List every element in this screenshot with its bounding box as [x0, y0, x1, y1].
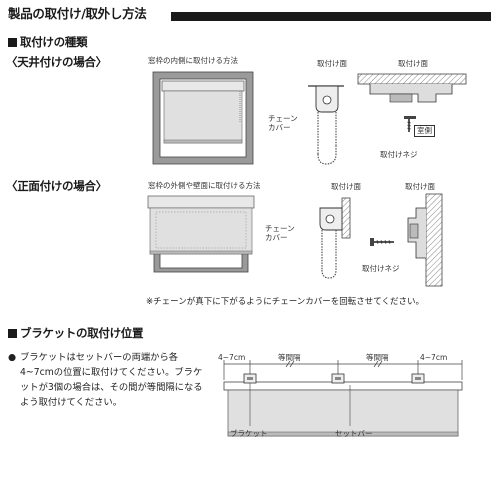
dim-equal-label-1: 等間隔	[278, 353, 301, 362]
dim-right-label: 4~7cm	[420, 353, 448, 362]
bracket-position-description: ● ブラケットはセットバーの両端から各4~7cmの位置に取付けてください。ブラケ…	[8, 350, 204, 410]
ceiling-cross-section-diagram	[357, 73, 467, 132]
front-bracket-chain-diagram	[319, 197, 351, 279]
chain-cover-note: ※チェーンが真下に下がるようにチェーンカバーを回転させてください。	[146, 297, 425, 307]
room-side-label: 室側	[414, 125, 435, 137]
front-screw-label: 取付けネジ	[362, 264, 400, 273]
dim-equal-label-2: 等間隔	[366, 353, 389, 362]
front-mount-caption: 窓枠の外側や壁面に取付ける方法	[148, 181, 261, 190]
front-window-diagram	[147, 195, 255, 273]
ceiling-mount-surface-label-a: 取付け面	[317, 59, 347, 68]
front-mount-surface-label-b: 取付け面	[405, 182, 435, 191]
ceiling-mount-caption: 窓枠の内側に取付ける方法	[148, 56, 238, 65]
ceiling-mount-subtitle: 〈天井付けの場合〉	[6, 55, 107, 69]
front-cross-section-diagram	[370, 193, 443, 287]
section-heading-text: 取付けの種類	[20, 35, 88, 49]
section-heading-mount-types: 取付けの種類	[8, 35, 88, 49]
square-bullet-icon	[8, 38, 17, 47]
ceiling-chain-cover-label: チェーン カバー	[268, 114, 298, 132]
front-chain-cover-label: チェーン カバー	[265, 224, 295, 242]
ceiling-window-diagram	[152, 71, 254, 165]
title-rule	[171, 12, 491, 21]
front-mount-surface-label-a: 取付け面	[331, 182, 361, 191]
setbar-label: セットバー	[335, 429, 373, 438]
page-title: 製品の取付け/取外し方法	[8, 6, 147, 21]
ceiling-screw-label: 取付けネジ	[380, 150, 418, 159]
ceiling-mount-surface-label-b: 取付け面	[398, 59, 428, 68]
section-heading-bracket-position: ブラケットの取付け位置	[8, 326, 144, 340]
section-heading-text: ブラケットの取付け位置	[20, 326, 144, 340]
bracket-position-diagram	[223, 360, 463, 437]
bullet-mark: ●	[8, 352, 17, 363]
bracket-position-text: ブラケットはセットバーの両端から各4~7cmの位置に取付けてください。ブラケット…	[20, 352, 203, 408]
front-mount-subtitle: 〈正面付けの場合〉	[6, 179, 107, 193]
square-bullet-icon	[8, 329, 17, 338]
bracket-label: ブラケット	[230, 429, 268, 438]
dim-left-label: 4~7cm	[218, 353, 246, 362]
ceiling-bracket-chain-diagram	[308, 85, 344, 165]
